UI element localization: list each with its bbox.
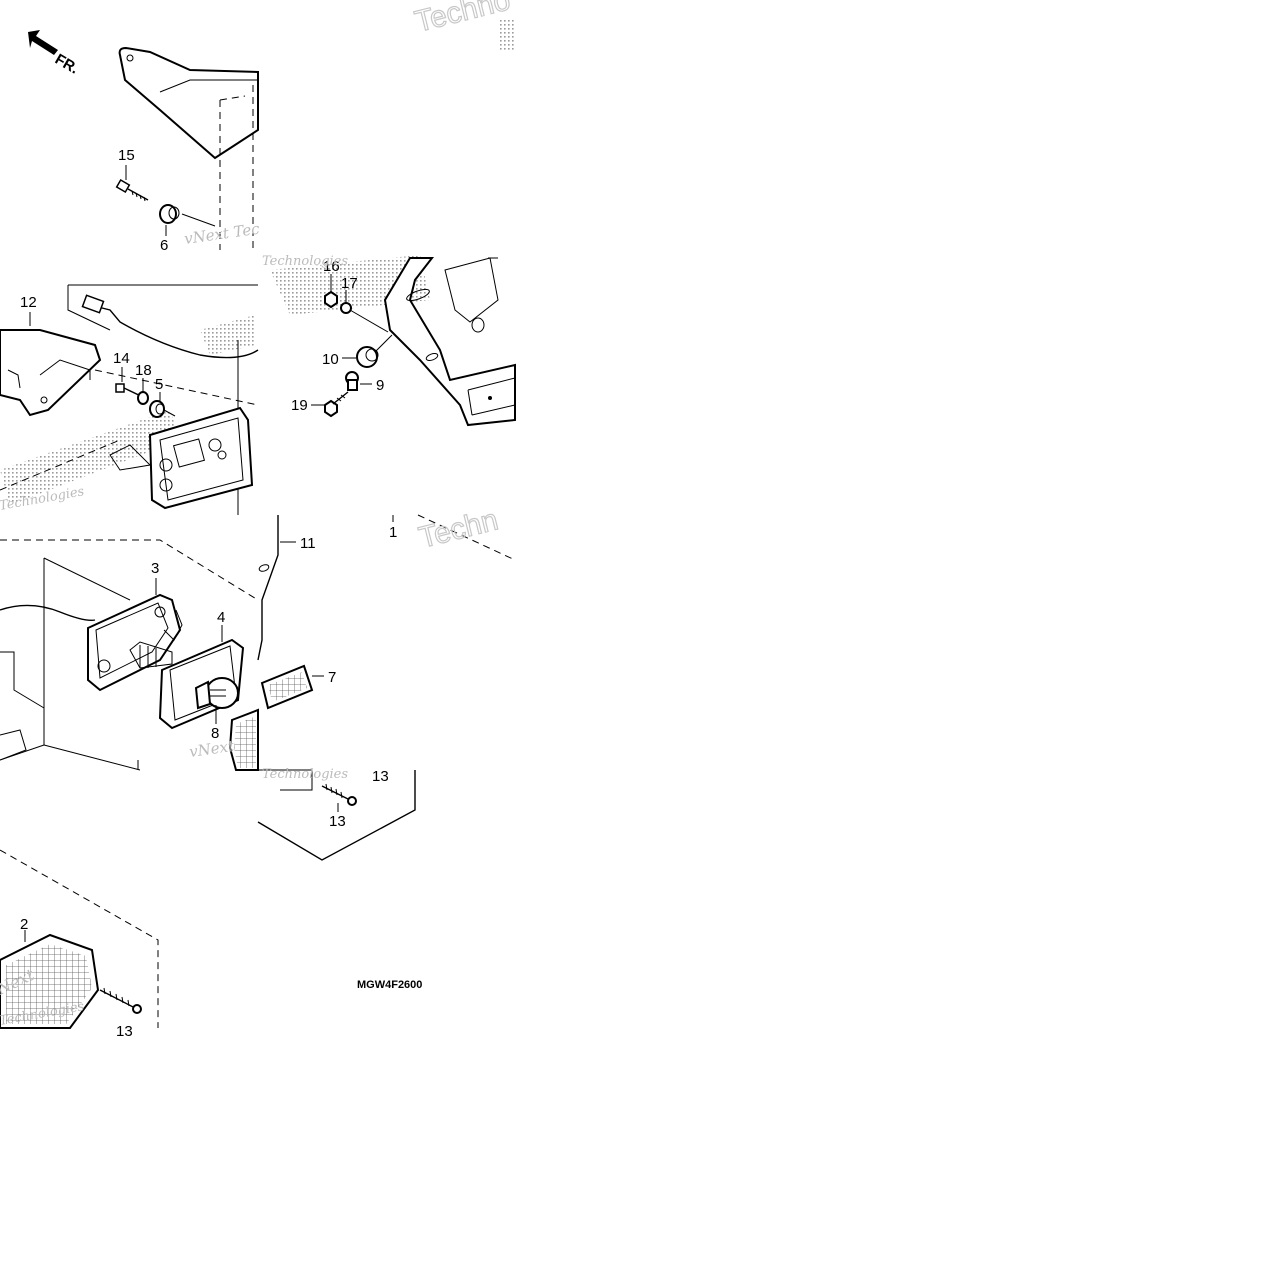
callout-1: 1 xyxy=(389,524,397,541)
bolt-15-part xyxy=(115,179,149,202)
callout-12: 12 xyxy=(20,294,37,311)
watermark-5: Techn xyxy=(416,503,502,554)
collar-5-part xyxy=(149,400,176,418)
lower-clip xyxy=(0,729,27,761)
lens-2-part xyxy=(0,933,100,1029)
signal-wire xyxy=(0,604,96,622)
screw-13c-part xyxy=(99,987,142,1014)
watermark-3: Technologies xyxy=(262,254,348,269)
harness-outline xyxy=(67,284,259,515)
callout-16: 16 xyxy=(323,258,340,275)
license-light-cover-12-part xyxy=(0,329,102,417)
callout-10: 10 xyxy=(322,351,339,368)
bulb-8-part xyxy=(194,677,239,710)
washer-18-part xyxy=(137,391,149,405)
license-bracket-11-part xyxy=(383,257,516,427)
watermark-7: Technologies xyxy=(262,767,348,782)
assembly-frame-inner xyxy=(0,651,45,709)
dash-guide-b xyxy=(0,439,121,491)
assembly-frame-top xyxy=(43,557,131,601)
front-arrow-icon xyxy=(28,30,58,55)
dash-guide-c xyxy=(417,514,516,561)
collar-9-part xyxy=(345,371,359,391)
reflector-7-part xyxy=(260,664,314,710)
nut-16-part xyxy=(324,290,338,309)
lens-partial-part xyxy=(228,708,259,771)
callout-18: 18 xyxy=(135,362,152,379)
callout-8: 8 xyxy=(211,725,219,742)
license-light-base-part xyxy=(148,406,254,510)
callout-3: 3 xyxy=(151,560,159,577)
callout-13b: 13 xyxy=(329,813,346,830)
dash-guide-e xyxy=(0,849,159,1028)
dash-guide-a xyxy=(94,369,259,406)
watermark-1: Techno xyxy=(412,0,514,39)
watermark-6: vNext xyxy=(188,737,236,761)
callout-7: 7 xyxy=(328,669,336,686)
direction-label: FR. xyxy=(52,51,81,78)
socket-3-part xyxy=(87,593,183,692)
assembly-frame-left xyxy=(0,558,45,761)
lens-bottom xyxy=(258,769,313,791)
grommet-10-part xyxy=(356,334,393,368)
diagram-code: MGW4F2600 xyxy=(357,979,422,991)
callout-6: 6 xyxy=(160,237,168,254)
callout-2: 2 xyxy=(20,916,28,933)
assembly-frame-right xyxy=(257,770,416,861)
callout-9: 9 xyxy=(376,377,384,394)
callout-4: 4 xyxy=(217,609,225,626)
dash-guide-d xyxy=(0,539,259,601)
callout-17: 17 xyxy=(341,275,358,292)
bolt-19-part xyxy=(324,391,349,418)
rear-bracket-part xyxy=(118,46,259,250)
watermark-2: vNext Tec xyxy=(183,219,261,247)
callout-15: 15 xyxy=(118,147,135,164)
callout-19: 19 xyxy=(291,397,308,414)
bracket-plate-part xyxy=(257,515,279,661)
callout-14: 14 xyxy=(113,350,130,367)
washer-17-part xyxy=(340,302,389,333)
callout-11: 11 xyxy=(300,535,316,552)
callout-13a: 13 xyxy=(372,768,389,785)
guide-plate xyxy=(109,444,152,471)
assembly-frame-bottom xyxy=(43,744,141,771)
callout-5: 5 xyxy=(155,376,163,393)
screw-13-part xyxy=(321,783,357,806)
callout-13c: 13 xyxy=(116,1023,133,1040)
grommet-6-part xyxy=(159,204,216,227)
